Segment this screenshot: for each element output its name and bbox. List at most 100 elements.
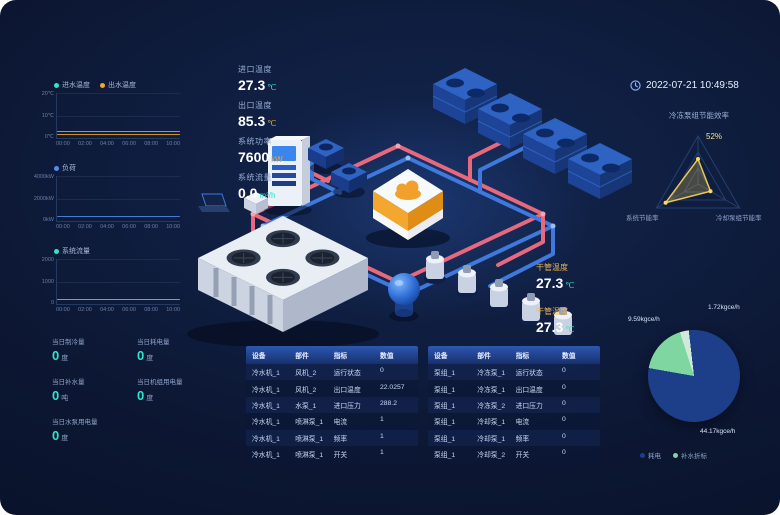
metric-number: 7600 [238, 149, 270, 165]
pie-slice-label: 44.17kgce/h [700, 428, 736, 435]
cell: 电流 [333, 419, 348, 427]
x-axis: 00:00 02:00 04:00 06:00 08:00 10:00 [56, 141, 180, 147]
x-tick: 02:00 [78, 224, 92, 230]
x-tick: 00:00 [56, 224, 70, 230]
pie-slice-label: 1.72kgce/h [708, 304, 740, 311]
metric-number: 0.0 [238, 185, 258, 201]
pipe-temp-unit: ℃ [565, 281, 575, 290]
stat-label: 当日补水量 [52, 379, 85, 386]
stat-label: 当日耗电量 [137, 339, 170, 346]
metric-label: 出口温度 [238, 101, 272, 110]
laptop-icon [198, 193, 230, 212]
plot-area: 4000kW 2000kW 0kW [34, 174, 180, 223]
chart-legend: 系统流量 [28, 246, 180, 256]
isometric-plant-scene [187, 67, 633, 346]
metric-unit: m³/h [259, 191, 276, 200]
chart-load: 负荷 4000kW 2000kW 0kW 00:00 02:00 04:00 0… [28, 163, 180, 230]
metric-number: 85.3 [238, 113, 266, 129]
cell: 0 [561, 416, 566, 424]
cell: 1 [379, 416, 384, 424]
legend-label: 负荷 [62, 165, 76, 172]
radar-title: 冷冻泵组节能效率 [669, 111, 729, 120]
legend-label: 耗电 [648, 453, 661, 460]
y-tick: 2000kW [33, 195, 54, 202]
x-tick: 10:00 [166, 141, 180, 147]
pipe-temp-value: 27.3℃ [536, 319, 616, 335]
x-tick: 04:00 [100, 141, 114, 147]
cell: 0 [561, 432, 566, 440]
cell: 冷冻泵_1 [477, 386, 506, 394]
x-tick: 06:00 [122, 224, 136, 230]
column-header: 指标 [333, 353, 348, 360]
x-axis: 00:00 02:00 04:00 06:00 08:00 10:00 [56, 307, 180, 313]
pie-chart [648, 330, 740, 422]
cell: 水泵_1 [295, 402, 317, 410]
cell: 风机_2 [295, 370, 317, 378]
gridline [57, 198, 180, 200]
pie-slice-label: 9.59kgce/h [628, 316, 660, 323]
legend-dot [54, 165, 59, 171]
legend-item: 系统流量 [54, 246, 90, 256]
radar-data-points [663, 157, 713, 205]
cell: 冷水机_1 [252, 402, 280, 410]
pipe-temp-number: 27.3 [536, 275, 564, 291]
legend-dot [54, 82, 59, 88]
x-tick: 10:00 [166, 307, 180, 313]
cell: 冷水机_1 [252, 370, 280, 378]
metric-value: 27.3℃ [238, 77, 318, 93]
legend-dot [640, 452, 645, 458]
gridline [57, 281, 180, 283]
pipe-temp-value: 27.3℃ [536, 275, 616, 291]
cell: 出口温度 [515, 386, 543, 394]
cell: 开关 [333, 452, 348, 460]
y-tick: 0 [50, 300, 54, 306]
cell: 电流 [515, 419, 530, 427]
cell: 0 [379, 367, 384, 375]
pipe-temp-unit: ℃ [565, 325, 575, 334]
gridline [57, 93, 180, 94]
cell: 冷却泵_2 [477, 452, 506, 460]
expansion-tank-icon [388, 273, 420, 322]
y-tick: 0kW [43, 217, 54, 223]
gridline [57, 176, 180, 177]
column-header: 数值 [561, 353, 576, 360]
stat-unit: 度 [61, 355, 69, 362]
chiller-unit-icon [187, 216, 379, 346]
cell: 频率 [333, 435, 348, 443]
cell: 1 [379, 449, 384, 457]
chart-system-flow: 系统流量 2000 1000 0 00:00 02:00 04:00 06:00… [28, 246, 180, 313]
stat-unit: 度 [146, 355, 154, 362]
cell: 0 [561, 449, 566, 457]
y-axis: 4000kW 2000kW 0kW [27, 174, 54, 223]
y-tick: 2000 [41, 257, 54, 263]
cell: 冷水机_1 [252, 452, 280, 460]
legend-label: 出水温度 [108, 82, 136, 89]
y-axis: 2000 1000 0 [27, 257, 54, 306]
radar-value-label: 52% [706, 132, 723, 141]
y-tick: 1000 [41, 278, 54, 285]
cell: 冷冻泵_1 [477, 370, 506, 378]
cell: 冷水机_1 [252, 386, 280, 394]
x-tick: 06:00 [122, 307, 136, 313]
cell: 频率 [515, 435, 530, 443]
plot-area: 2000 1000 0 [42, 257, 180, 306]
stat-unit: 度 [61, 435, 69, 442]
x-tick: 02:00 [78, 141, 92, 147]
metric-label: 进口温度 [238, 65, 272, 74]
x-tick: 04:00 [100, 307, 114, 313]
stat-label: 当日制冷量 [52, 339, 85, 346]
cell: 冷却泵_1 [477, 419, 506, 427]
